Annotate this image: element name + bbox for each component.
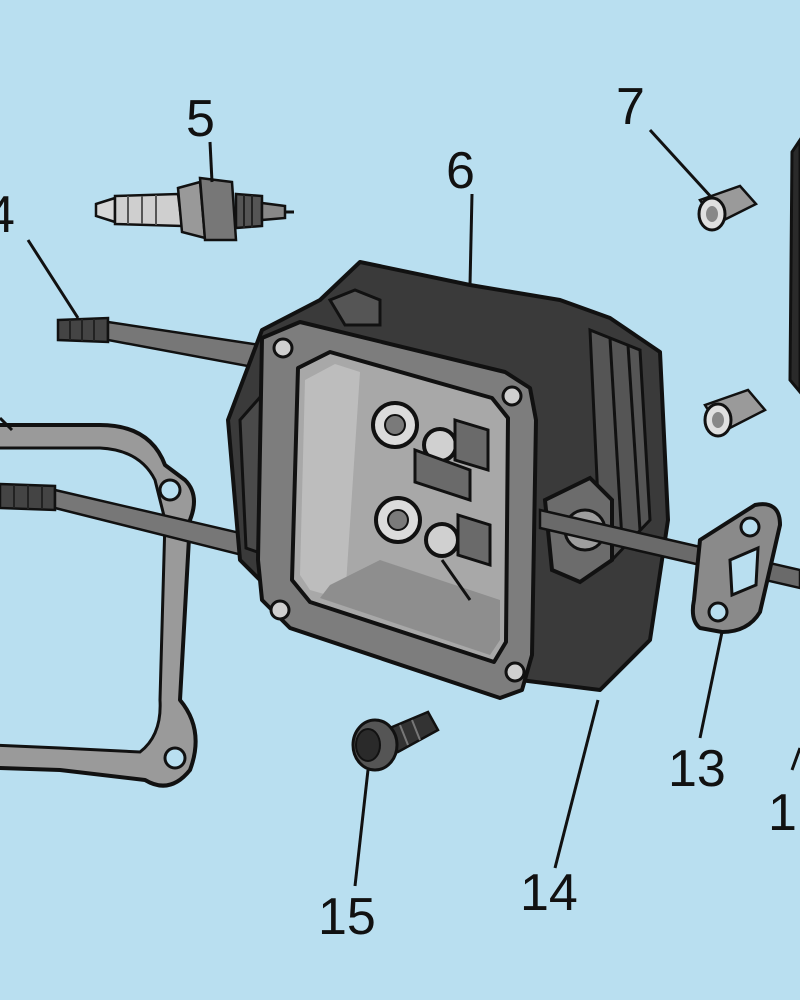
leader-lines: [0, 128, 800, 887]
spark-plug: [94, 176, 294, 242]
callout-5: 5: [186, 90, 215, 148]
stud-bolt-upper: [56, 316, 282, 374]
callout-7: 7: [616, 78, 645, 136]
callout-6: 6: [446, 142, 475, 200]
stud-bolt-lower: [0, 482, 272, 564]
flange-bolt: [351, 710, 440, 772]
dowel-pin-lower: [703, 388, 767, 438]
cylinder-head: [226, 260, 670, 700]
callout-15: 15: [318, 888, 376, 946]
side-bracket: [788, 137, 800, 395]
callout-4: 4: [0, 186, 15, 244]
carburetor-insulator-gasket: [690, 502, 782, 634]
callout-1: 1: [768, 784, 797, 842]
head-gasket: [0, 423, 198, 788]
callout-labels: 4 5 6 7 13 1 14 15: [0, 78, 797, 946]
valve-gear: [371, 401, 492, 601]
callout-14: 14: [520, 864, 578, 922]
dowel-pin-upper: [697, 184, 759, 232]
callout-13: 13: [668, 740, 726, 798]
